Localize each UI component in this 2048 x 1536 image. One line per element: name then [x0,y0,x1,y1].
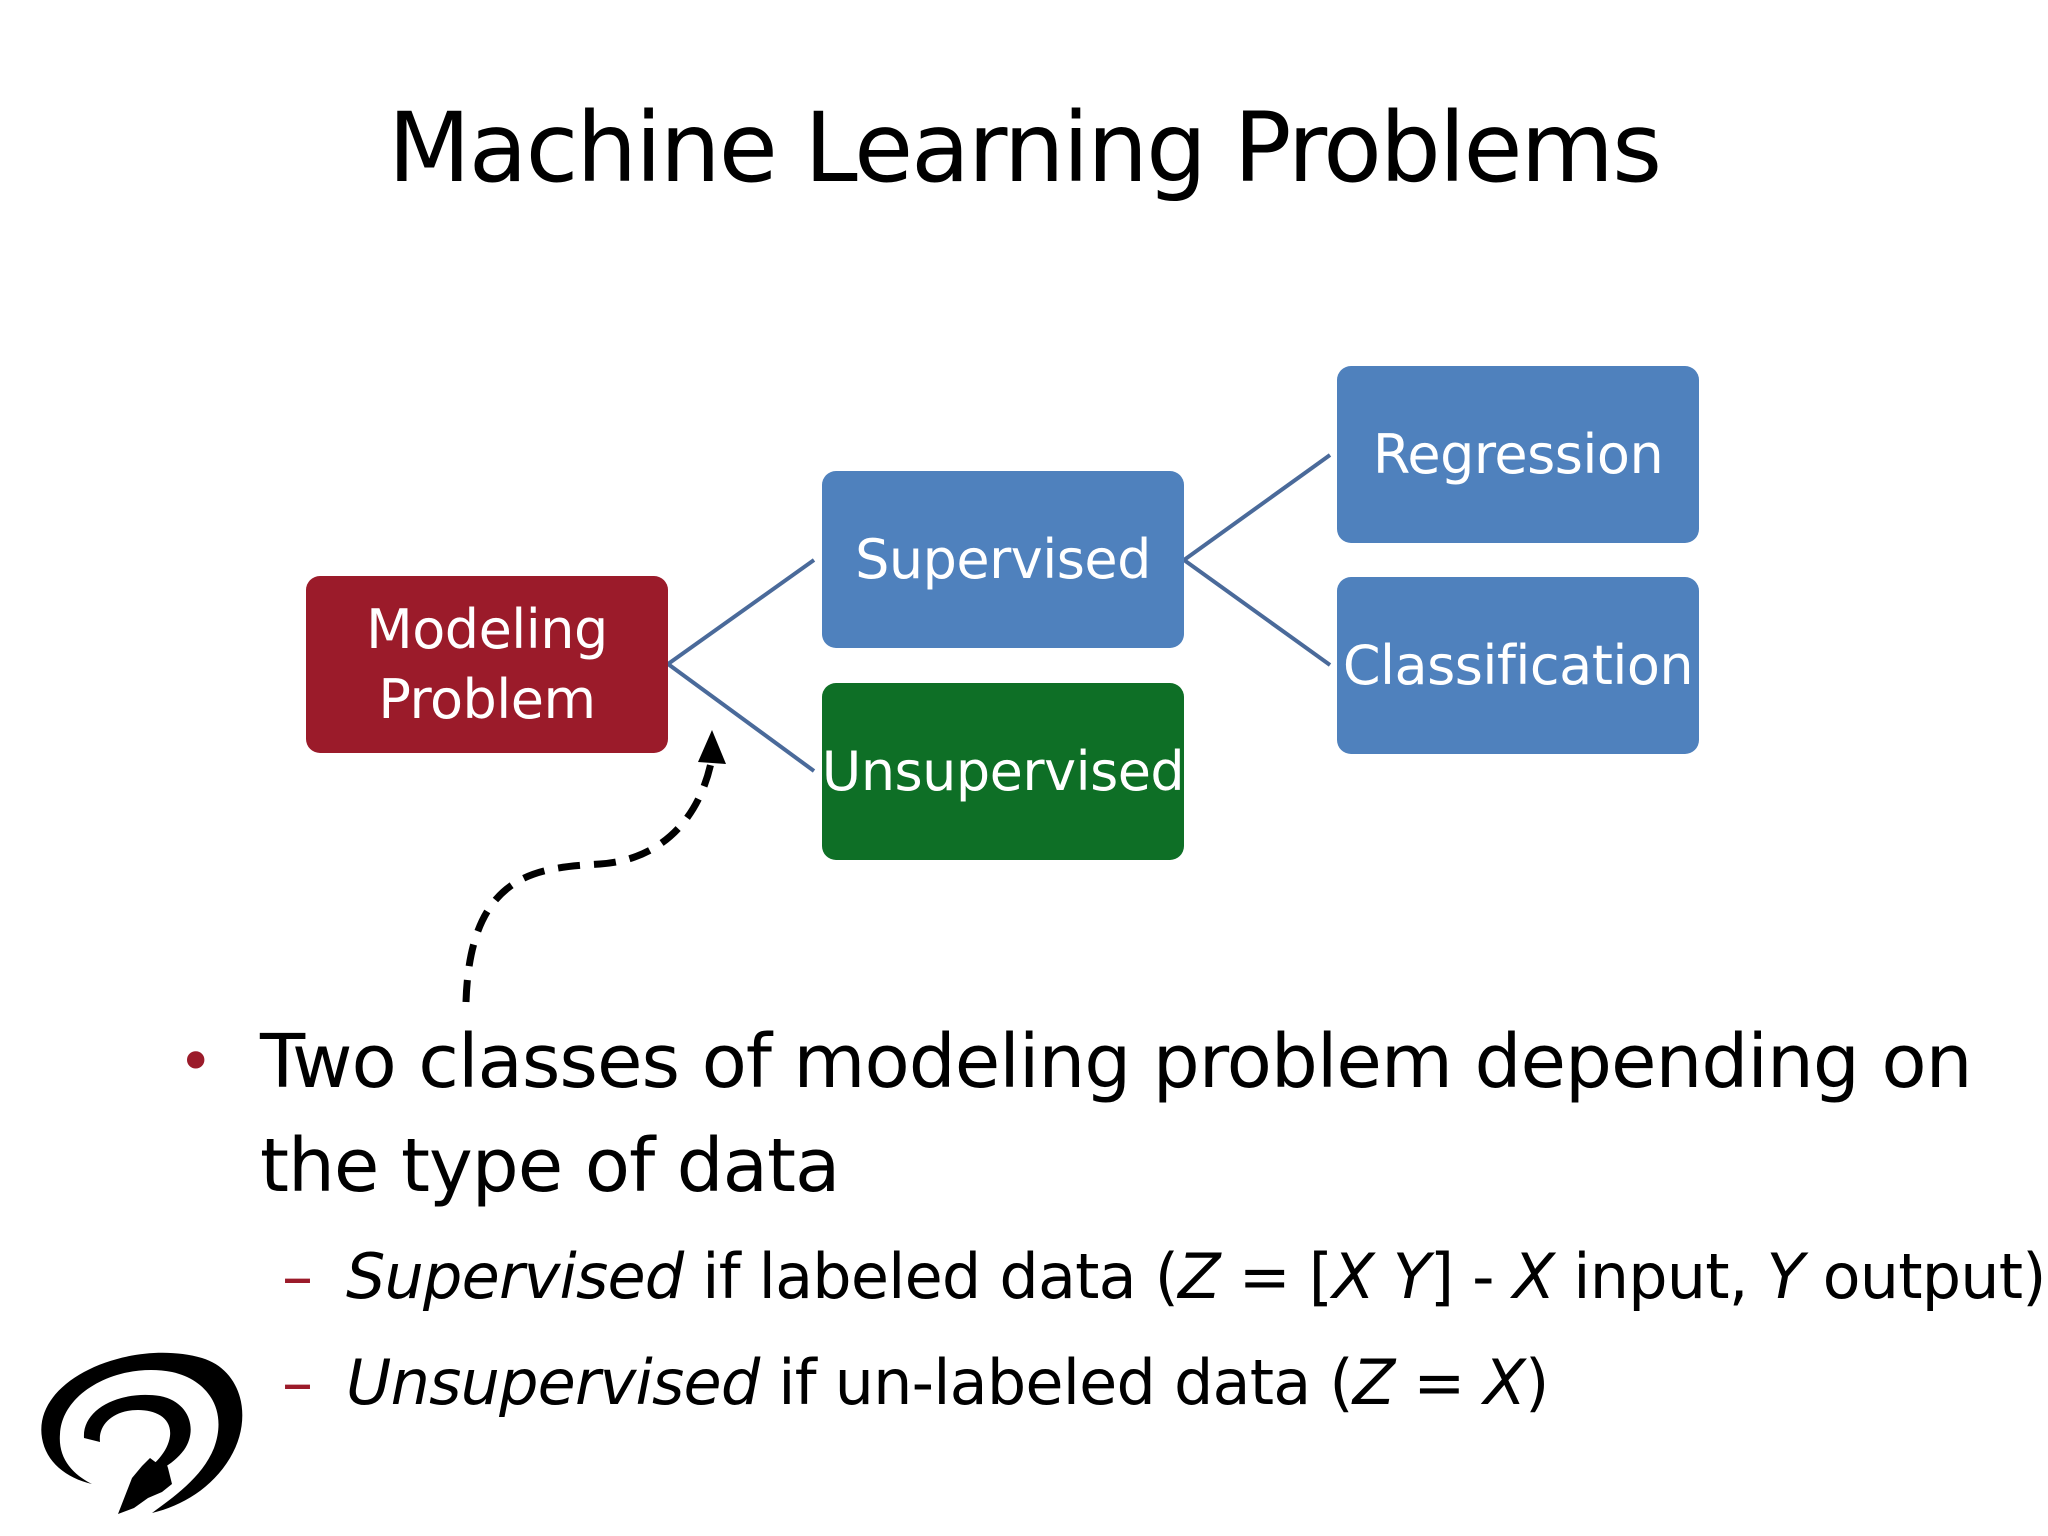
sub-text: input, [1554,1240,1767,1313]
slide-title: Machine Learning Problems [387,92,1662,204]
bullet-dot: • [178,1027,213,1097]
sub-text: if un-labeled data ( [759,1346,1353,1419]
sub-bullet-dash: – [282,1346,313,1419]
sub-bullet-dash: – [282,1240,313,1313]
var-z: Z [1178,1240,1220,1313]
sub-text: = [ [1219,1240,1333,1313]
dashed-arrow [462,757,716,1003]
var-z: Z [1352,1346,1395,1419]
node-regression: Regression [1337,366,1699,543]
var-x: X [1483,1346,1526,1419]
node-classification: Classification [1337,577,1699,754]
arrow-head [698,730,726,764]
var-y: Y [1392,1240,1431,1313]
node-unsupervised: Unsupervised [822,683,1185,860]
sub-bullet-supervised: – Supervised if labeled data (Z = [X Y] … [178,1224,2046,1330]
sub-text: ) [1525,1346,1549,1419]
var-x: X [1512,1240,1555,1313]
wolf-swirl-logo-icon [41,1352,243,1514]
node-supervised: Supervised [822,471,1184,648]
edge-modeling-supervised [666,558,816,666]
edge-supervised-classification [1182,558,1332,667]
bullet-text: Two classes of modeling problem dependin… [260,1019,1973,1209]
node-modeling-problem: Modeling Problem [306,576,668,753]
sub-text: if labeled data ( [683,1240,1179,1313]
sub-bullet-unsupervised: – Unsupervised if un-labeled data (Z = X… [178,1330,2018,1436]
bullet-list: • Two classes of modeling problem depend… [178,1010,2046,1436]
edge-supervised-regression [1182,453,1332,562]
term-unsupervised: Unsupervised [346,1346,760,1419]
sub-text: = [1394,1346,1484,1419]
sub-text: output) [1803,1240,2047,1313]
sub-text [1374,1240,1393,1313]
edge-modeling-unsupervised [666,662,816,773]
sub-text: ] - [1429,1240,1513,1313]
var-y: Y [1766,1240,1805,1313]
term-supervised: Supervised [346,1240,684,1313]
bullet-item: • Two classes of modeling problem depend… [178,1010,2018,1218]
var-x: X [1332,1240,1374,1313]
